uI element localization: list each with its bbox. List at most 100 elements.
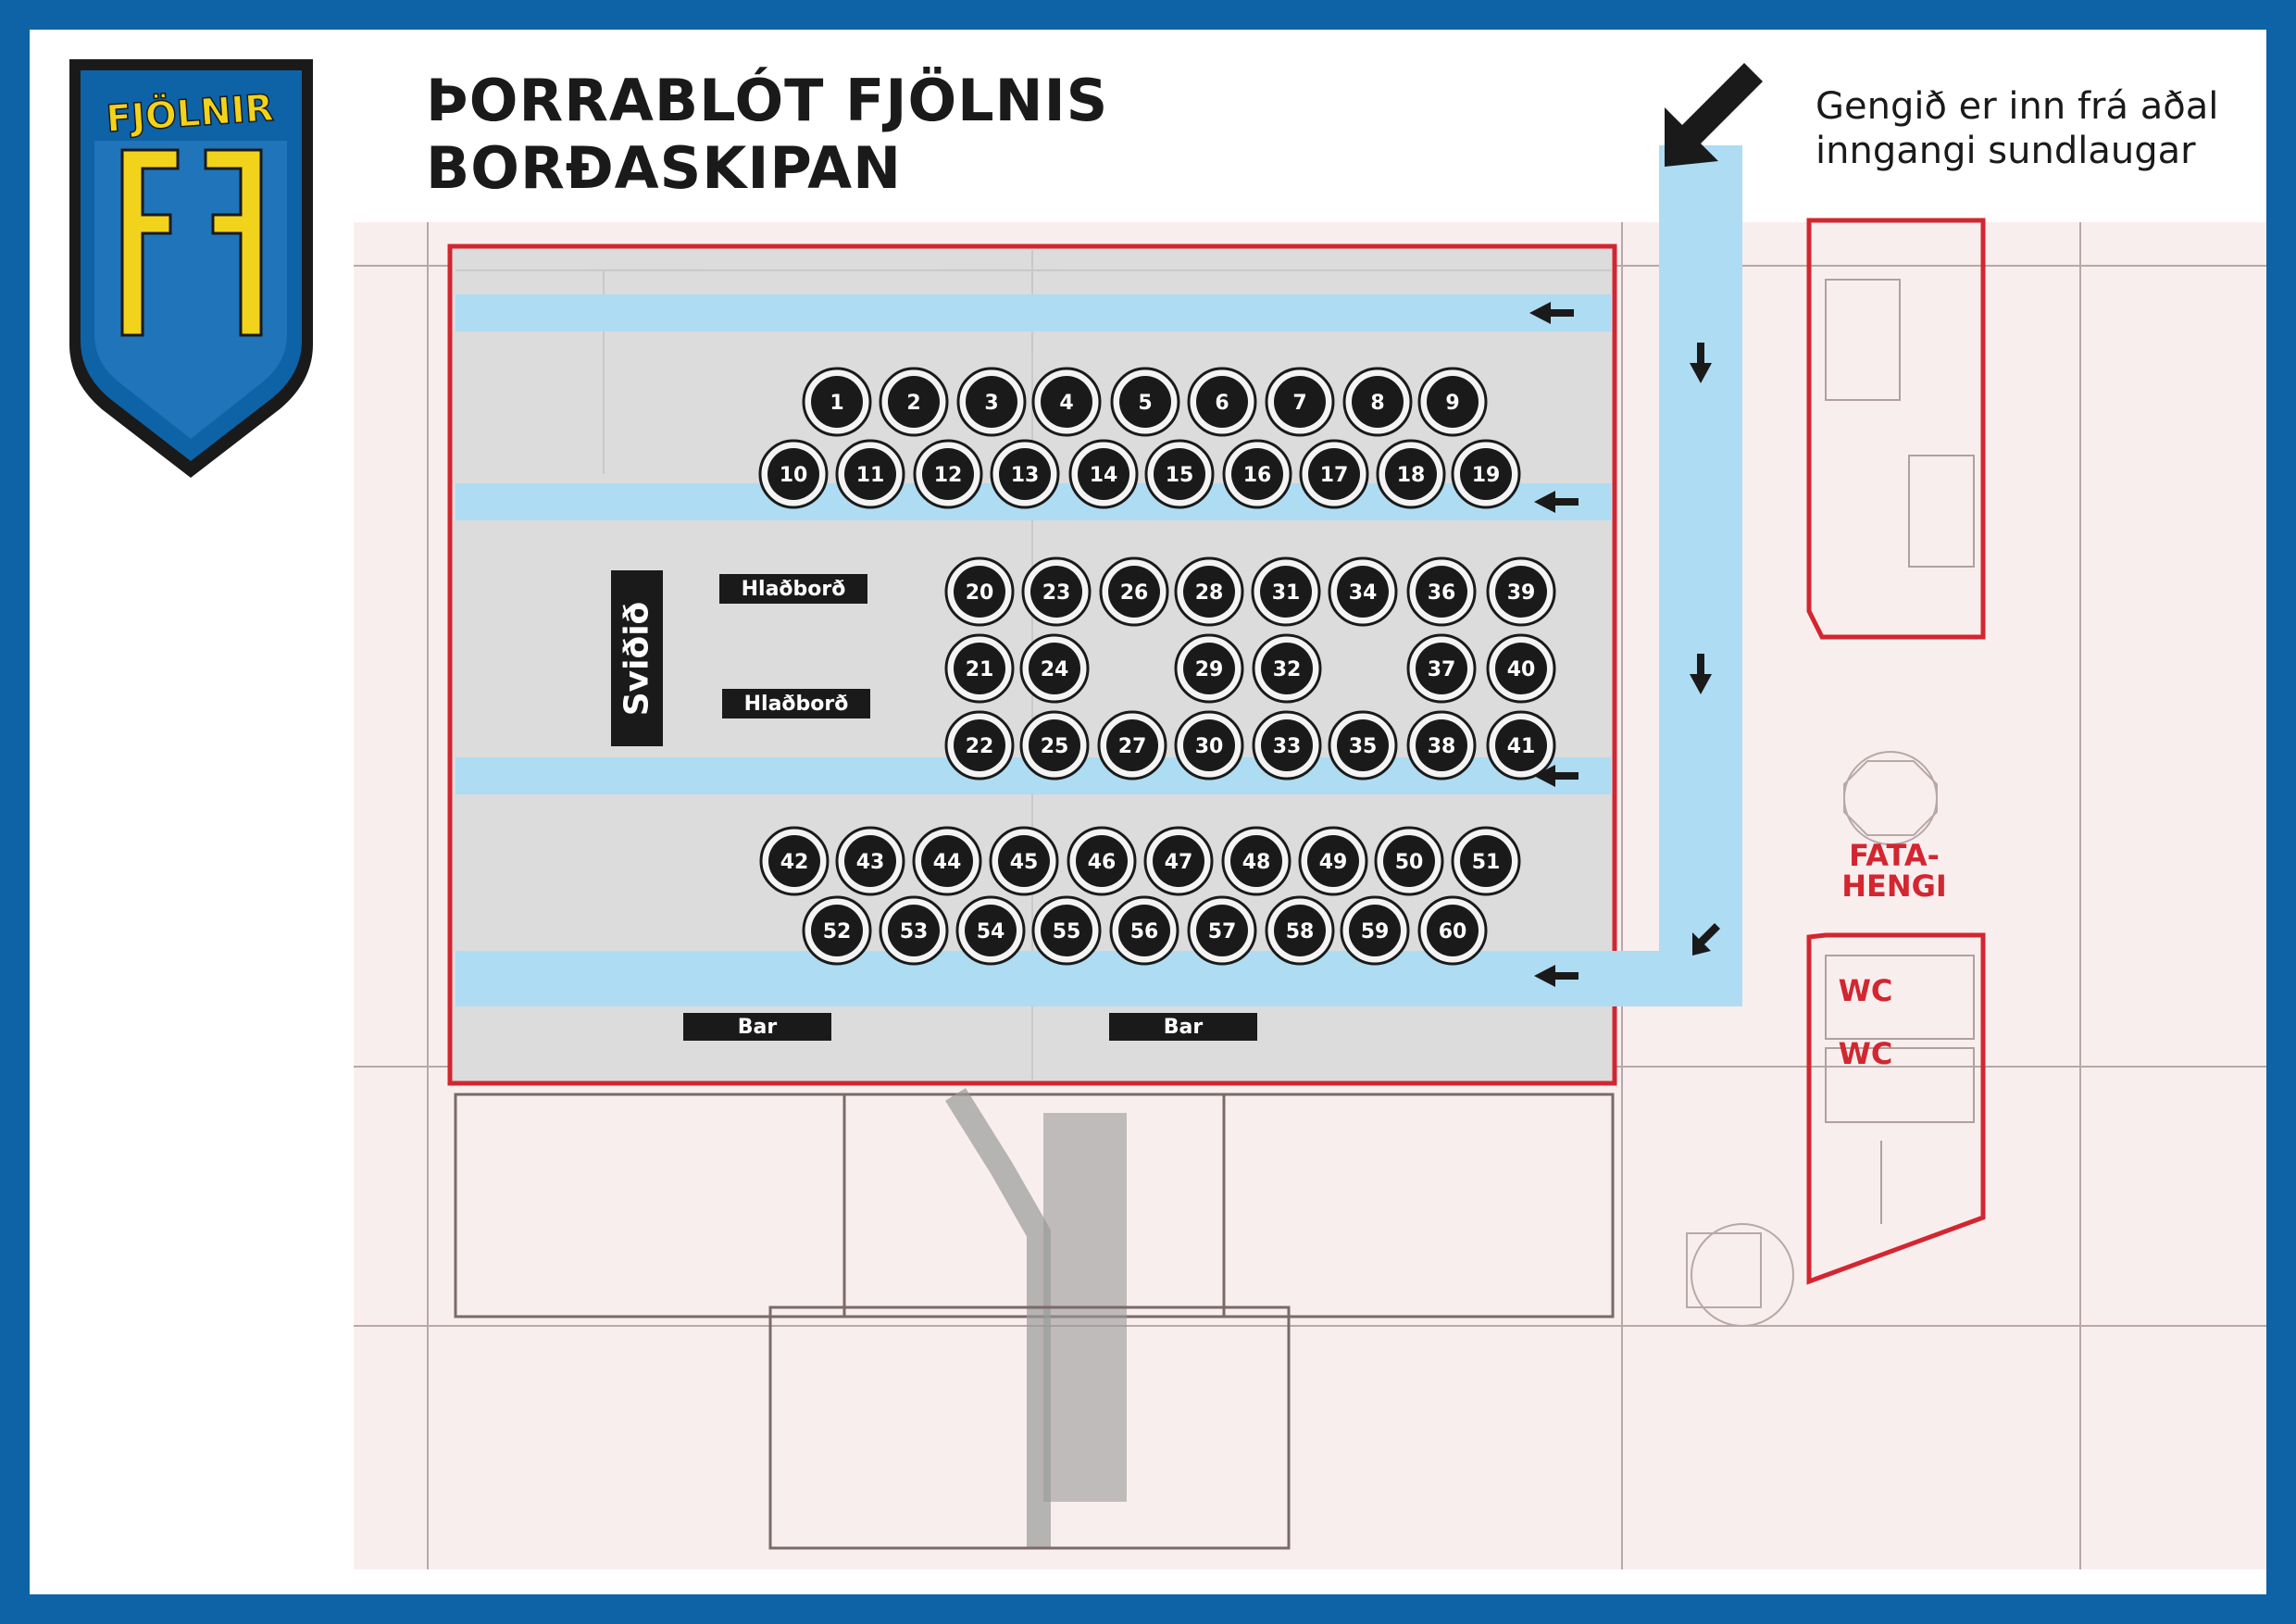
table-number: 53 bbox=[900, 920, 929, 943]
table-number: 57 bbox=[1208, 920, 1237, 943]
table-number: 24 bbox=[1041, 658, 1069, 681]
table-number: 10 bbox=[780, 464, 808, 487]
table-number: 11 bbox=[856, 464, 885, 487]
table-disc bbox=[1119, 376, 1171, 428]
table-disc bbox=[966, 376, 1017, 428]
entrance-arrow-icon bbox=[1665, 63, 1763, 167]
table-59: 59 bbox=[1340, 895, 1410, 966]
table-disc bbox=[954, 566, 1005, 618]
table-number: 7 bbox=[1292, 392, 1306, 415]
table-26: 26 bbox=[1099, 556, 1169, 627]
table-disc bbox=[1230, 835, 1282, 887]
table-number: 40 bbox=[1507, 658, 1536, 681]
table-57: 57 bbox=[1187, 895, 1257, 966]
table-6: 6 bbox=[1187, 367, 1257, 437]
table-number: 27 bbox=[1118, 735, 1147, 758]
table-number: 36 bbox=[1428, 581, 1456, 605]
entrance-note-line2: inngangi sundlaugar bbox=[1816, 130, 2196, 172]
table-31: 31 bbox=[1251, 556, 1321, 627]
table-disc bbox=[888, 905, 940, 956]
table-number: 60 bbox=[1439, 920, 1467, 943]
table-disc bbox=[1308, 448, 1360, 500]
page-title: ÞORRABLÓT FJÖLNIS bbox=[426, 67, 1109, 134]
table-disc bbox=[1460, 448, 1512, 500]
table-disc bbox=[1352, 376, 1404, 428]
table-disc bbox=[1416, 719, 1467, 771]
table-disc bbox=[1495, 643, 1547, 694]
table-number: 29 bbox=[1195, 658, 1224, 681]
table-51: 51 bbox=[1451, 826, 1521, 896]
table-number: 46 bbox=[1088, 851, 1117, 874]
table-number: 39 bbox=[1507, 581, 1536, 605]
left-arrow-icon bbox=[1534, 491, 1578, 513]
table-disc bbox=[1427, 905, 1479, 956]
table-number: 35 bbox=[1349, 735, 1378, 758]
table-11: 11 bbox=[835, 439, 905, 509]
table-number: 52 bbox=[823, 920, 852, 943]
table-number: 42 bbox=[780, 851, 809, 874]
table-disc bbox=[1416, 566, 1467, 618]
table-disc bbox=[1261, 643, 1313, 694]
entrance-note-line1: Gengið er inn frá aðal bbox=[1816, 85, 2219, 128]
table-number: 18 bbox=[1397, 464, 1426, 487]
table-disc bbox=[1029, 643, 1080, 694]
table-42: 42 bbox=[759, 826, 830, 896]
table-number: 31 bbox=[1272, 581, 1301, 605]
table-25: 25 bbox=[1019, 710, 1090, 781]
table-55: 55 bbox=[1031, 895, 1102, 966]
down-left-arrow-icon bbox=[1692, 923, 1720, 956]
table-34: 34 bbox=[1328, 556, 1398, 627]
table-50: 50 bbox=[1374, 826, 1444, 896]
table-number: 4 bbox=[1059, 392, 1073, 415]
table-disc bbox=[965, 905, 1017, 956]
table-number: 5 bbox=[1138, 392, 1152, 415]
table-24: 24 bbox=[1019, 633, 1090, 704]
table-disc bbox=[1183, 643, 1235, 694]
table-19: 19 bbox=[1451, 439, 1521, 509]
table-9: 9 bbox=[1417, 367, 1488, 437]
table-number: 41 bbox=[1507, 735, 1536, 758]
table-disc bbox=[1495, 719, 1547, 771]
table-disc bbox=[1106, 719, 1158, 771]
table-disc bbox=[1274, 376, 1326, 428]
table-number: 43 bbox=[856, 851, 885, 874]
table-54: 54 bbox=[955, 895, 1026, 966]
table-disc bbox=[1183, 719, 1235, 771]
table-27: 27 bbox=[1097, 710, 1167, 781]
table-44: 44 bbox=[912, 826, 982, 896]
table-disc bbox=[1196, 376, 1248, 428]
direction-arrows bbox=[1529, 63, 1763, 987]
table-disc bbox=[1231, 448, 1283, 500]
table-number: 25 bbox=[1041, 735, 1069, 758]
table-disc bbox=[1337, 719, 1389, 771]
table-number: 6 bbox=[1215, 392, 1229, 415]
table-46: 46 bbox=[1067, 826, 1137, 896]
page-subtitle: BORÐASKIPAN bbox=[426, 134, 903, 202]
table-30: 30 bbox=[1174, 710, 1244, 781]
table-number: 55 bbox=[1053, 920, 1081, 943]
table-disc bbox=[999, 448, 1051, 500]
table-disc bbox=[1495, 566, 1547, 618]
down-arrow-icon bbox=[1690, 343, 1712, 383]
table-43: 43 bbox=[835, 826, 905, 896]
table-disc bbox=[768, 835, 820, 887]
table-disc bbox=[1041, 376, 1092, 428]
table-disc bbox=[954, 643, 1005, 694]
lower-building-outline bbox=[454, 1088, 1615, 1550]
table-48: 48 bbox=[1221, 826, 1292, 896]
table-number: 26 bbox=[1120, 581, 1149, 605]
table-28: 28 bbox=[1174, 556, 1244, 627]
table-disc bbox=[1261, 719, 1313, 771]
table-21: 21 bbox=[944, 633, 1015, 704]
table-41: 41 bbox=[1486, 710, 1556, 781]
table-number: 2 bbox=[906, 392, 920, 415]
table-56: 56 bbox=[1109, 895, 1179, 966]
cloakroom-line2: HENGI bbox=[1841, 868, 1947, 904]
table-disc bbox=[1274, 905, 1326, 956]
table-35: 35 bbox=[1328, 710, 1398, 781]
table-disc bbox=[1337, 566, 1389, 618]
table-disc bbox=[1427, 376, 1479, 428]
